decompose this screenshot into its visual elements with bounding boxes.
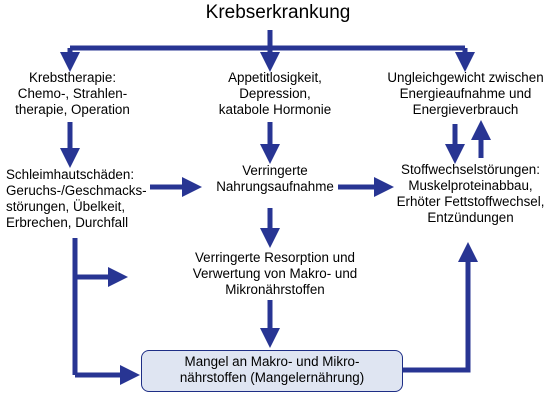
node-line: Verringerte Resorption und bbox=[194, 250, 356, 265]
node-line: Schleimhautschäden: bbox=[6, 167, 135, 182]
node-line: nährstoffen (Mangelernährung) bbox=[179, 370, 365, 385]
node-line: Muskelproteinabbau, bbox=[408, 178, 533, 193]
node-reduced-intake: Verringerte Nahrungsaufnahme bbox=[195, 163, 355, 195]
node-cancer-therapy: Krebstherapie: Chemo-, Strahlen- therapi… bbox=[0, 70, 145, 118]
node-line: Verwertung von Makro- und bbox=[192, 266, 358, 281]
node-mucosal-damage: Schleimhautschäden: Geruchs-/Geschmacks-… bbox=[0, 167, 156, 231]
node-line: Erhöter Fettstoffwechsel, bbox=[396, 194, 545, 209]
node-line: Energieaufnahme und bbox=[399, 86, 532, 101]
node-line: Erbrechen, Durchfall bbox=[6, 215, 129, 230]
node-line: therapie, Operation bbox=[15, 102, 130, 117]
node-line: Geruchs-/Geschmacks- bbox=[6, 183, 147, 198]
node-line: Chemo-, Strahlen- bbox=[17, 86, 128, 101]
node-line: Entzündungen bbox=[427, 210, 514, 225]
node-energy-imbalance: Ungleichgewicht zwischen Energieaufnahme… bbox=[375, 70, 556, 118]
node-appetite-loss: Appetitlosigkeit, Depression, katabole H… bbox=[190, 70, 360, 118]
node-line: Mangel an Makro- und Mikro- bbox=[184, 354, 360, 369]
node-line: Mikronährstoffen bbox=[225, 282, 325, 297]
node-line: störungen, Übelkeit, bbox=[6, 199, 126, 214]
node-line: Energieverbrauch bbox=[412, 102, 519, 117]
node-line: Stoffwechselstörungen: bbox=[401, 162, 540, 177]
node-line: Nahrungsaufnahme bbox=[216, 179, 334, 194]
arrow-deficiency-metabolic bbox=[403, 242, 478, 373]
node-malnutrition: Mangel an Makro- und Mikro- nährstoffen … bbox=[141, 350, 403, 392]
node-line: Appetitlosigkeit, bbox=[228, 70, 322, 85]
node-line: katabole Hormonie bbox=[218, 102, 332, 117]
node-metabolic-disorders: Stoffwechselstörungen: Muskelproteinabba… bbox=[385, 162, 556, 226]
node-line: Krebstherapie: bbox=[28, 70, 117, 85]
node-line: Ungleichgewicht zwischen bbox=[387, 70, 544, 85]
node-line: Depression, bbox=[239, 86, 311, 101]
node-line: Verringerte bbox=[242, 163, 308, 178]
node-reduced-resorption: Verringerte Resorption und Verwertung vo… bbox=[170, 250, 380, 298]
diagram-title: Krebserkrankung bbox=[205, 2, 351, 23]
